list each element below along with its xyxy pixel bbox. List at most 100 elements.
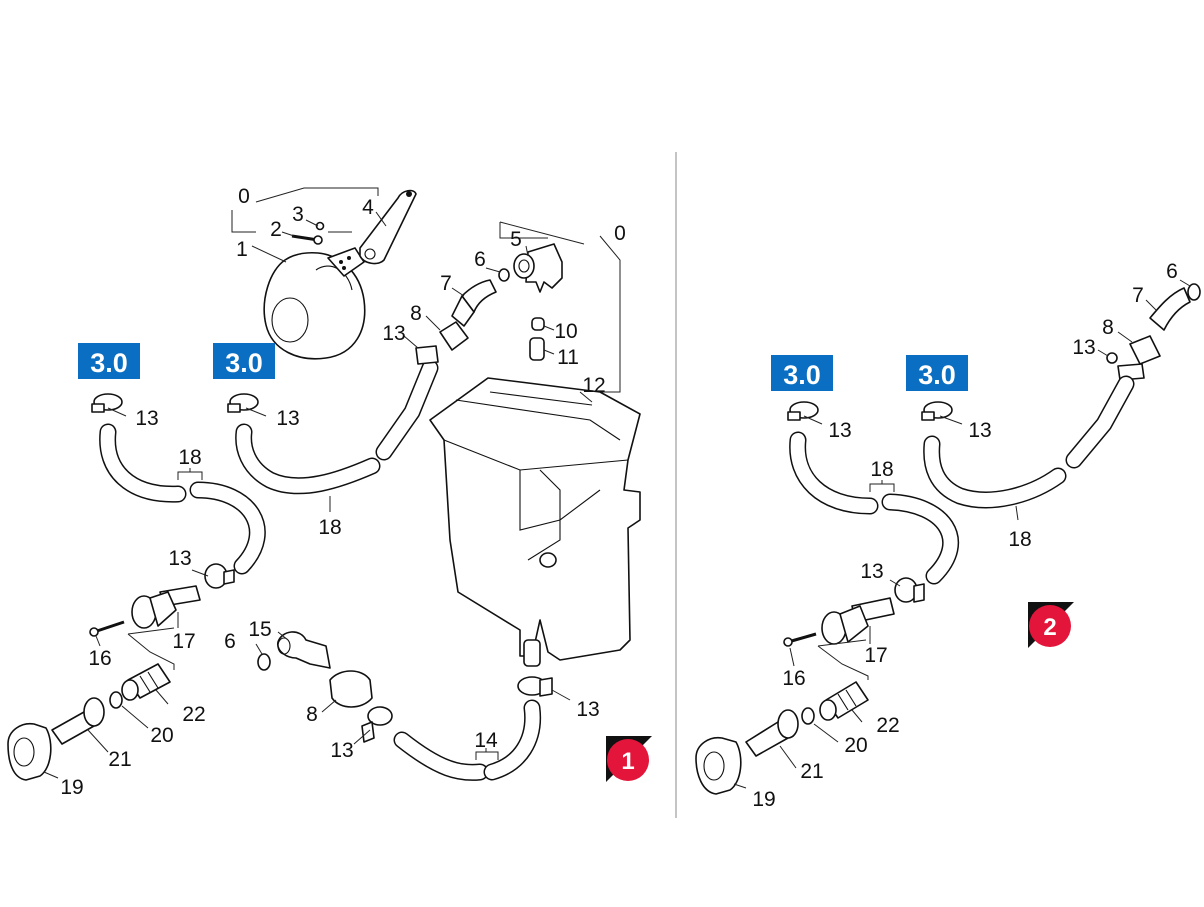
section-badge: 3.0 — [78, 343, 140, 379]
part-label: 8 — [410, 302, 422, 325]
part-label: 19 — [60, 776, 83, 799]
elbow-part — [277, 631, 331, 669]
part-label: 13 — [382, 322, 405, 345]
panel-1: 3.0 3.0 1 0 1 2 3 4 5 0 6 7 8 10 13 11 1… — [7, 185, 652, 799]
svg-text:3.0: 3.0 — [918, 360, 956, 390]
float-part — [263, 247, 366, 360]
clamp-part — [227, 393, 259, 413]
part-label: 15 — [248, 618, 271, 641]
cap-nut-part — [695, 736, 742, 795]
svg-text:2: 2 — [1043, 614, 1056, 641]
part-label: 21 — [800, 760, 823, 783]
screw-part — [291, 234, 323, 245]
o-ring-part — [257, 653, 271, 671]
part-label: 22 — [182, 703, 205, 726]
hose-joint-bracket — [475, 751, 499, 760]
nipple-part — [51, 697, 105, 745]
float-valve-part — [513, 243, 563, 293]
part-label: 18 — [178, 446, 201, 469]
o-ring-part — [109, 691, 123, 709]
clamp-part — [894, 577, 925, 603]
clamp-part — [787, 401, 819, 421]
part-label: 11 — [557, 346, 579, 369]
coupling-part — [821, 597, 895, 645]
hose-joint-bracket — [869, 483, 895, 492]
part-label: 19 — [752, 788, 775, 811]
elbow-part — [461, 279, 497, 313]
lever-part — [359, 189, 417, 265]
part-label: 13 — [1072, 336, 1095, 359]
part-label: 3 — [292, 203, 304, 226]
part-label: 16 — [782, 667, 805, 690]
part-label: 10 — [554, 320, 577, 343]
section-badge: 3.0 — [906, 355, 968, 391]
bracket-0-top — [255, 187, 379, 203]
part-label: 8 — [306, 703, 318, 726]
clamp-part — [415, 345, 439, 365]
part-label: 4 — [362, 196, 374, 219]
part-label: 13 — [968, 419, 991, 442]
svg-text:3.0: 3.0 — [783, 360, 821, 390]
svg-text:3.0: 3.0 — [90, 348, 128, 378]
elbow-part — [1149, 287, 1191, 331]
clamp-part — [204, 563, 235, 589]
svg-text:3.0: 3.0 — [225, 348, 263, 378]
part-label: 7 — [1132, 284, 1144, 307]
part-label: 13 — [860, 560, 883, 583]
part-label: 18 — [1008, 528, 1031, 551]
plug-part — [531, 317, 545, 331]
part-label: 5 — [510, 228, 522, 251]
o-ring-part — [498, 268, 510, 282]
part-label: 13 — [276, 407, 299, 430]
washer-part — [315, 221, 325, 231]
part-label: 16 — [88, 647, 111, 670]
part-label: 13 — [330, 739, 353, 762]
part-label: 6 — [1166, 260, 1178, 283]
part-label: 13 — [828, 419, 851, 442]
part-label: 2 — [270, 218, 282, 241]
clamp-part — [361, 706, 393, 743]
screw-part — [783, 632, 817, 647]
part-label: 0 — [238, 185, 250, 208]
panel-number-marker: 2 — [1028, 602, 1074, 648]
part-label: 18 — [318, 516, 341, 539]
part-label: 13 — [135, 407, 158, 430]
nut-part — [439, 321, 469, 351]
filter-part — [819, 681, 869, 721]
part-label: 14 — [474, 729, 498, 752]
part-label: 13 — [576, 698, 599, 721]
part-label: 21 — [108, 748, 131, 771]
part-label: 12 — [582, 374, 605, 397]
filter-part — [121, 663, 171, 701]
elbow-part-lower — [451, 295, 475, 327]
clamp-part — [921, 401, 953, 421]
svg-text:1: 1 — [621, 748, 634, 775]
part-label: 0 — [614, 222, 626, 245]
nipple-part — [745, 709, 799, 757]
coupling-part — [131, 585, 201, 629]
nut-part — [1129, 335, 1161, 365]
panel-2: 3.0 3.0 2 6 7 8 13 13 13 18 18 13 17 16 … — [695, 260, 1201, 811]
o-ring-part — [1187, 283, 1201, 301]
cap-nut-part — [7, 722, 52, 781]
part-label: 1 — [236, 238, 248, 261]
pin-part — [529, 337, 545, 361]
o-ring-part — [801, 707, 815, 725]
bracket-0-valve — [499, 222, 548, 239]
panel-number-marker: 1 — [606, 736, 652, 782]
section-badge: 3.0 — [771, 355, 833, 391]
part-label: 13 — [168, 547, 191, 570]
leader-0b — [499, 221, 585, 245]
part-label: 22 — [876, 714, 899, 737]
part-label: 17 — [172, 630, 195, 653]
nut-part — [329, 670, 373, 708]
part-label: 6 — [224, 630, 236, 653]
clamp-part — [91, 393, 123, 413]
part-label: 20 — [844, 734, 867, 757]
section-badge: 3.0 — [213, 343, 275, 379]
screw-part — [89, 620, 125, 637]
part-label: 6 — [474, 248, 486, 271]
part-label: 20 — [150, 724, 173, 747]
part-label: 18 — [870, 458, 893, 481]
